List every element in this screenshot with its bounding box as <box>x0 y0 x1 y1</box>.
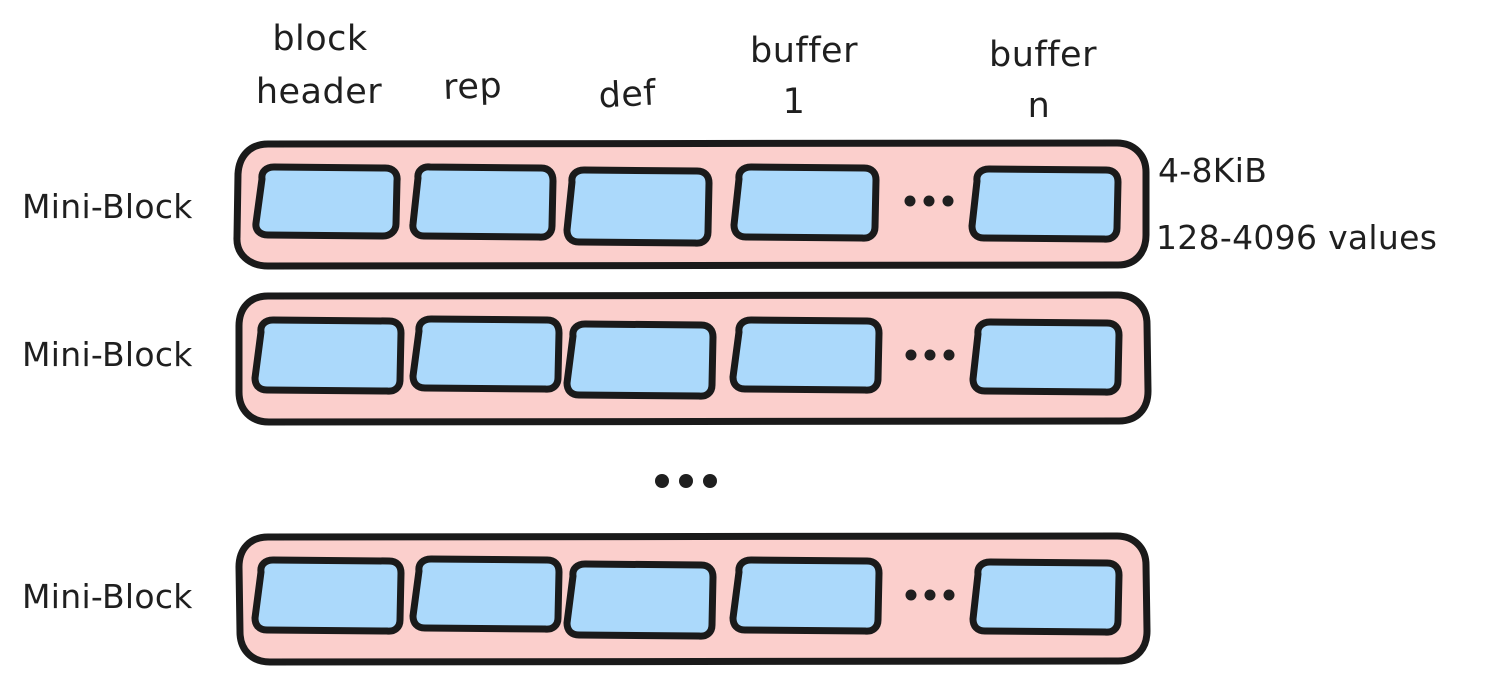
column-label-def: def <box>598 74 658 117</box>
mini-block-row-2: Mini-Block <box>22 291 1152 426</box>
cell-buffer-1-3 <box>729 556 883 635</box>
cell-block-header-3 <box>251 556 405 635</box>
cell-rep-1 <box>409 163 557 241</box>
cell-block-header-2 <box>251 316 405 395</box>
row-ellipsis-2 <box>905 349 955 361</box>
row-label-mini-block-2: Mini-Block <box>22 335 193 374</box>
row-label-mini-block-1: Mini-Block <box>22 187 193 226</box>
cell-buffer-1-1 <box>730 163 880 242</box>
cell-def-1 <box>563 166 713 247</box>
column-labels: block header rep def buffer 1 buffer n <box>256 19 1097 126</box>
cell-rep-3 <box>409 555 563 633</box>
annotation-size-note: 4-8KiB <box>1158 151 1267 190</box>
row-ellipsis-1 <box>904 195 954 207</box>
annotation-values-note: 128-4096 values <box>1156 218 1437 257</box>
column-label-buffer-1-line2: 1 <box>783 82 806 122</box>
cell-rep-2 <box>409 315 563 393</box>
cell-buffer-n-2 <box>969 318 1123 396</box>
column-label-buffer-1-line1: buffer <box>750 31 858 71</box>
mini-block-row-3: Mini-Block <box>22 532 1151 666</box>
column-label-block-header-line2: header <box>256 72 382 112</box>
cell-buffer-1-2 <box>729 316 883 394</box>
mini-block-row-1: Mini-Block <box>22 139 1150 270</box>
annotations: 4-8KiB 128-4096 values <box>1156 151 1437 257</box>
column-label-buffer-n-line1: buffer <box>989 35 1097 75</box>
column-label-block-header-line1: block <box>272 19 368 59</box>
cell-def-3 <box>563 560 717 640</box>
cell-def-2 <box>563 320 717 400</box>
cell-buffer-n-1 <box>968 165 1122 243</box>
cell-buffer-n-3 <box>969 558 1123 636</box>
row-label-mini-block-3: Mini-Block <box>22 577 193 616</box>
row-ellipsis-3 <box>905 589 955 601</box>
column-label-buffer-n-line2: n <box>1028 86 1051 126</box>
column-label-rep: rep <box>442 66 502 108</box>
cell-block-header-1 <box>252 163 401 240</box>
between-rows-ellipsis <box>655 474 717 488</box>
